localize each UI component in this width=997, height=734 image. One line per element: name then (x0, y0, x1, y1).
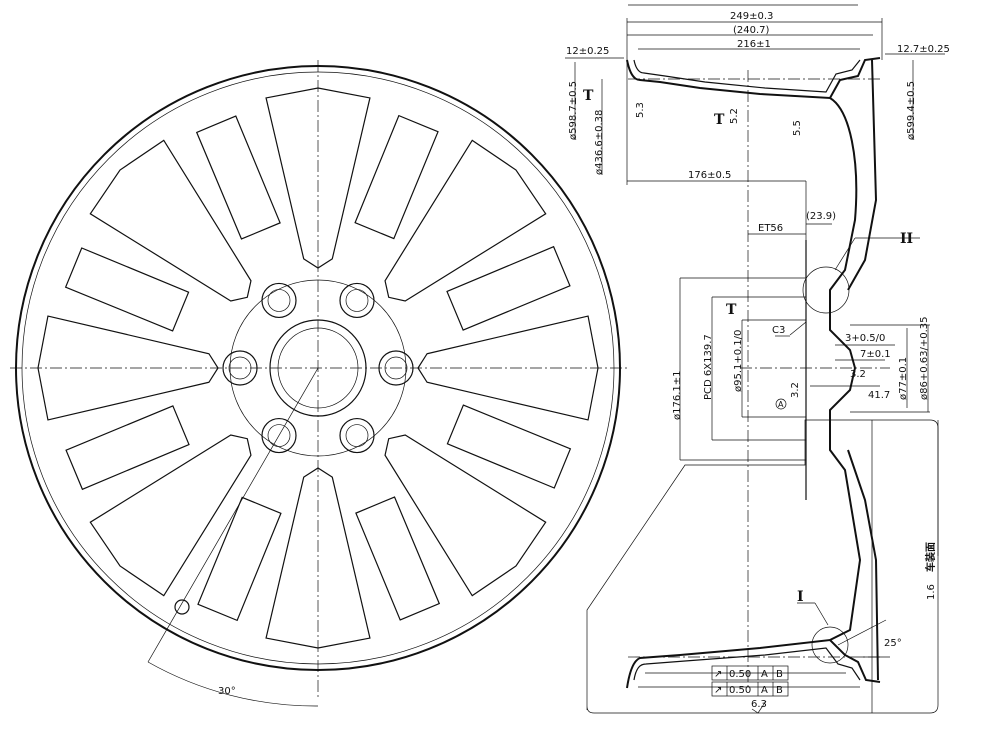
spoke (384, 434, 547, 597)
mount-face-note: 车装面 (924, 542, 937, 572)
spoke (89, 434, 252, 597)
roughness-1: 3.2 (790, 382, 801, 398)
dim-et: ET56 (758, 223, 783, 234)
lug-hole (267, 424, 291, 447)
window-pocket (355, 496, 441, 621)
detail-label-2: II (900, 231, 913, 247)
dim-overall-width: 249±0.3 (730, 11, 773, 22)
window-pocket (195, 115, 281, 240)
valve-angle-line (147, 367, 319, 663)
roughness-2: 3.2 (850, 369, 866, 380)
roughness-symbol (751, 700, 767, 714)
window-pocket (354, 114, 439, 240)
dim-inner-width: 216±1 (737, 39, 771, 50)
dim-flange-dia: ø176.1±1 (672, 371, 683, 421)
lug-hole (267, 289, 291, 312)
dim-left-flange: 12±0.25 (566, 46, 609, 57)
dim-ref-width: (240.7) (733, 25, 770, 36)
runout-icon: ↗ (714, 669, 722, 680)
dim-thickness-2: 5.2 (729, 108, 740, 124)
disc-outer-face (847, 59, 879, 681)
dim-well-dia: ø436.6±0.38 (594, 110, 605, 175)
dim-thickness-3: 5.5 (792, 120, 803, 136)
dim-left-bead: ø598.7±0.5 (568, 81, 579, 140)
t-mark-2: T (714, 112, 725, 128)
runout-2-datum-b: B (776, 685, 783, 696)
dim-disc-offset: 176±0.5 (688, 170, 731, 181)
lug-hole (261, 417, 297, 454)
t-mark-1: T (583, 88, 594, 104)
dim-right-flange: 12.7±0.25 (897, 44, 950, 55)
runout-1-value: 0.50 (729, 669, 751, 680)
dim-bore-dia: ø95.1+0.1/0 (733, 330, 744, 392)
rim-profile-bottom-inner (633, 647, 861, 681)
lug-hole (345, 424, 369, 447)
disc-profile (829, 97, 862, 641)
lug-hole (339, 282, 375, 319)
angle-label: 30° (218, 686, 236, 697)
dimension-lines (565, 18, 945, 688)
runout-icon: ↗ (714, 685, 722, 696)
runout-1-datum-a: A (761, 669, 768, 680)
dim-hub-dia: ø77±0.1 (898, 357, 909, 400)
datum-a-circle (775, 398, 787, 410)
mount-roughness: 1.6 (926, 584, 937, 600)
section-view: 249±0.3 (240.7) 216±1 12±0.25 12.7±0.25 … (565, 4, 950, 714)
roughness-bottom: 6.3 (751, 699, 767, 710)
lug-hole (339, 417, 375, 454)
dim-chamfer: C3 (772, 325, 785, 336)
section-frame (586, 419, 939, 714)
window-pocket (64, 247, 190, 332)
rim-profile-top (626, 57, 881, 100)
valve-hole (174, 599, 190, 615)
window-pocket (446, 245, 571, 331)
dim-groove: 3+0.5/0 (845, 333, 885, 344)
dim-ref-23: (23.9) (806, 211, 836, 222)
window-pocket (197, 496, 282, 622)
rim-profile-top-inner (633, 59, 861, 93)
dim-length-41: 41.7 (868, 390, 890, 401)
detail-circle-2 (802, 266, 850, 314)
runout-1-datum-b: B (776, 669, 783, 680)
detail-circle-1 (811, 626, 849, 664)
runout-frame-1: ↗ 0.50 A B (711, 665, 789, 681)
detail-label-1: I (797, 589, 804, 605)
front-view: 30° (10, 60, 630, 707)
angle-arc (147, 661, 319, 707)
rim-profile-bottom (626, 638, 881, 689)
spoke (384, 139, 547, 302)
datum-a: A (778, 400, 784, 409)
window-pocket (446, 404, 572, 489)
dim-pcd: PCD 6X139.7 (703, 334, 714, 400)
dim-right-bead: ø599.4±0.5 (906, 81, 917, 140)
lug-hole (345, 289, 369, 312)
spoke (89, 139, 252, 302)
dimension-labels: 249±0.3 (240.7) 216±1 12±0.25 12.7±0.25 … (566, 11, 950, 714)
dim-thickness-1: 5.3 (635, 102, 646, 118)
dim-pilot-dia: ø86+0.63/+0.35 (919, 316, 930, 400)
runout-2-value: 0.50 (729, 685, 751, 696)
dim-depth: 7±0.1 (860, 349, 891, 360)
t-mark-3: T (726, 302, 737, 318)
runout-2-datum-a: A (761, 685, 768, 696)
lug-hole (261, 282, 297, 319)
window-pocket (65, 405, 190, 491)
dim-angle-25: 25° (884, 638, 902, 649)
runout-frame-2: ↗ 0.50 A B (711, 681, 789, 697)
